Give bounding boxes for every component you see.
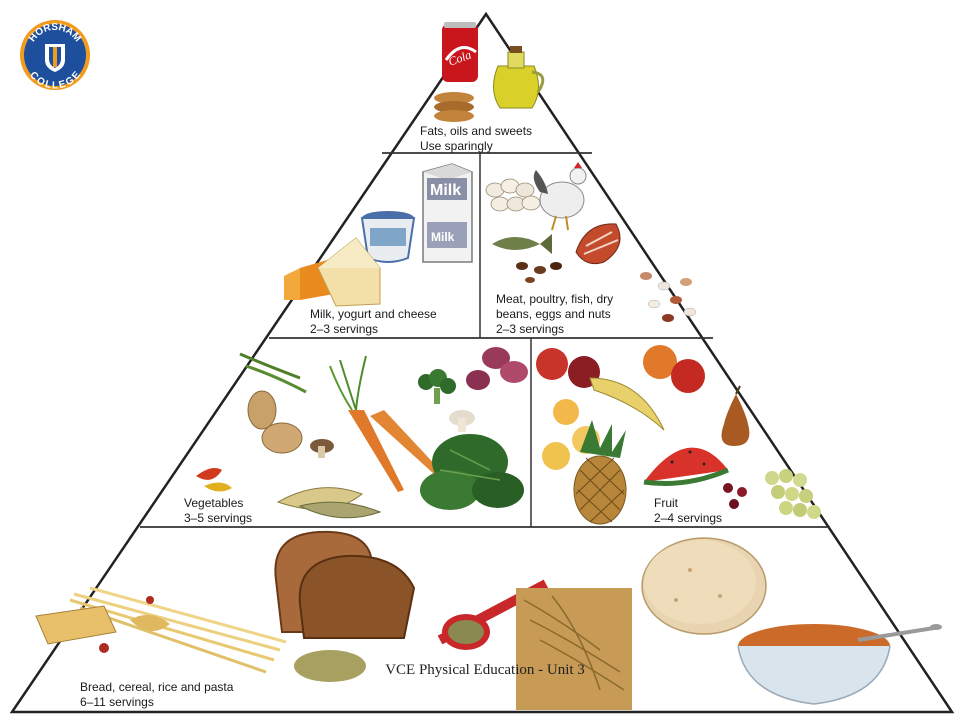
broccoli-icon xyxy=(418,369,456,404)
corn-icon xyxy=(276,487,382,519)
mushroom-icon xyxy=(310,410,475,458)
label-fruit-line1: Fruit xyxy=(654,496,678,510)
herbs-scoop-icon xyxy=(294,579,549,682)
bread-slices-icon xyxy=(274,530,416,639)
label-milk-line1: Milk, yogurt and cheese xyxy=(310,307,437,321)
carrot-icon xyxy=(329,355,440,492)
steak-icon xyxy=(575,223,621,265)
pear-icon xyxy=(721,385,750,446)
yogurt-cup-icon xyxy=(360,211,416,263)
label-bread-line1: Bread, cereal, rice and pasta xyxy=(80,680,234,694)
label-fats-tier: Fats, oils and sweets Use sparingly xyxy=(420,124,532,154)
pyramid-outline xyxy=(9,11,955,714)
label-meat-line3: 2–3 servings xyxy=(496,322,565,336)
cereal-bowl-icon xyxy=(737,624,942,705)
chicken-icon xyxy=(533,162,587,231)
apple-icon xyxy=(536,345,705,393)
milk-carton-side-label: Milk xyxy=(431,230,455,244)
eggs-icon xyxy=(485,178,541,212)
label-bread-line2: 6–11 servings xyxy=(80,695,154,709)
label-vegetables-line1: Vegetables xyxy=(184,496,244,510)
cheese-icon xyxy=(284,237,381,307)
cola-can-icon: Cola xyxy=(442,22,478,82)
oil-jug-icon xyxy=(493,46,545,109)
milk-carton-label: Milk xyxy=(430,182,461,199)
banana-icon xyxy=(589,377,665,431)
grapes-icon xyxy=(765,469,821,519)
onion-icon xyxy=(466,347,528,390)
label-milk-tier: Milk, yogurt and cheese 2–3 servings xyxy=(310,307,437,337)
horsham-college-logo: HORSHAM COLLEGE xyxy=(20,20,90,91)
milk-carton-icon: Milk Milk xyxy=(422,163,473,263)
label-vegetables-line2: 3–5 servings xyxy=(184,511,253,525)
cookies-icon xyxy=(434,92,474,122)
label-fruit-line2: 2–4 servings xyxy=(654,511,723,525)
label-fruit-tier: Fruit 2–4 servings xyxy=(654,496,722,526)
nuts-beans-icon xyxy=(516,262,697,322)
spinach-icon xyxy=(420,434,524,510)
label-meat-line1: Meat, poultry, fish, dry xyxy=(496,292,614,306)
label-meat-tier: Meat, poultry, fish, dry beans, eggs and… xyxy=(496,292,613,337)
label-fats-line2: Use sparingly xyxy=(420,139,493,153)
tortillas-icon xyxy=(641,537,767,635)
label-meat-line2: beans, eggs and nuts xyxy=(496,307,611,321)
green-beans-icon xyxy=(239,352,307,394)
footer-course-title: VCE Physical Education - Unit 3 xyxy=(385,662,585,678)
pineapple-icon xyxy=(573,420,627,525)
label-milk-line2: 2–3 servings xyxy=(310,322,379,336)
potato-icon xyxy=(247,390,303,454)
label-fats-line1: Fats, oils and sweets xyxy=(420,124,533,138)
pasta-icon xyxy=(35,586,287,674)
label-bread-tier: Bread, cereal, rice and pasta 6–11 servi… xyxy=(80,680,233,710)
chili-icon xyxy=(196,468,232,492)
watermelon-icon xyxy=(643,447,729,486)
label-vegetables-tier: Vegetables 3–5 servings xyxy=(184,496,252,526)
fish-icon xyxy=(492,234,552,254)
wheat-icon xyxy=(516,588,632,710)
cherries-icon xyxy=(723,483,747,509)
